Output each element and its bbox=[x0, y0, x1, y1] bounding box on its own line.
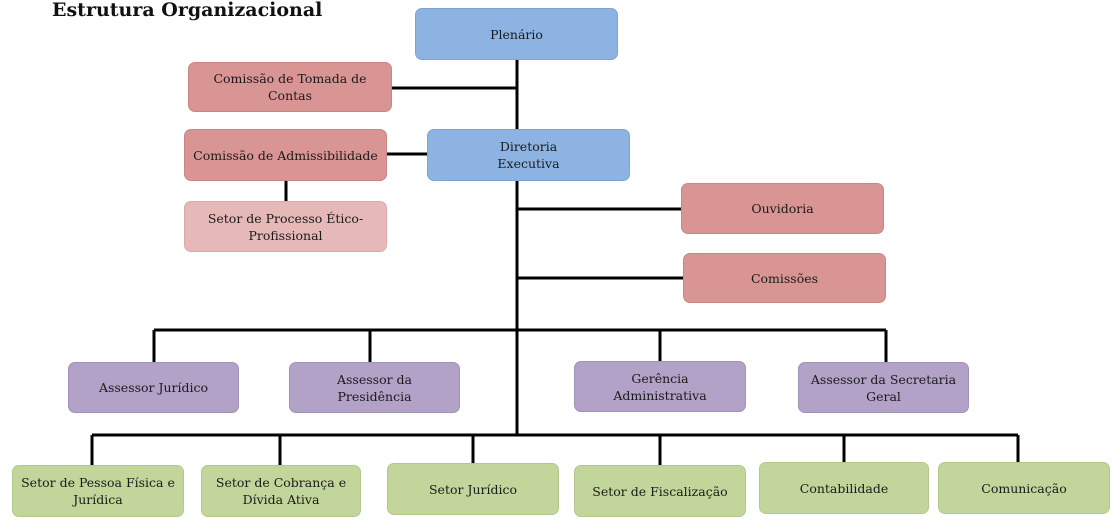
node-setor-pessoa-fisica-juridica: Setor de Pessoa Física e Jurídica bbox=[12, 465, 184, 517]
page-title: Estrutura Organizacional bbox=[52, 0, 323, 21]
node-plenario: Plenário bbox=[415, 8, 618, 60]
node-setor-cobranca-divida: Setor de Cobrança e Dívida Ativa bbox=[201, 465, 361, 517]
node-gerencia-administrativa: Gerência Administrativa bbox=[574, 361, 746, 412]
node-setor-processo-etico: Setor de Processo Ético-Profissional bbox=[184, 201, 387, 252]
node-ouvidoria: Ouvidoria bbox=[681, 183, 884, 234]
node-assessor-secretaria-geral: Assessor da Secretaria Geral bbox=[798, 362, 969, 413]
node-comissoes: Comissões bbox=[683, 253, 886, 303]
node-comissao-admissibilidade: Comissão de Admissibilidade bbox=[184, 129, 387, 181]
node-contabilidade: Contabilidade bbox=[759, 462, 929, 514]
node-comunicacao: Comunicação bbox=[938, 462, 1110, 514]
node-assessor-juridico: Assessor Jurídico bbox=[68, 362, 239, 413]
node-setor-juridico: Setor Jurídico bbox=[387, 463, 559, 515]
node-assessor-presidencia: Assessor da Presidência bbox=[289, 362, 460, 413]
node-comissao-tomada-contas: Comissão de Tomada de Contas bbox=[188, 62, 392, 112]
node-setor-fiscalizacao: Setor de Fiscalização bbox=[574, 465, 746, 517]
node-diretoria-executiva: Diretoria Executiva bbox=[427, 129, 630, 181]
